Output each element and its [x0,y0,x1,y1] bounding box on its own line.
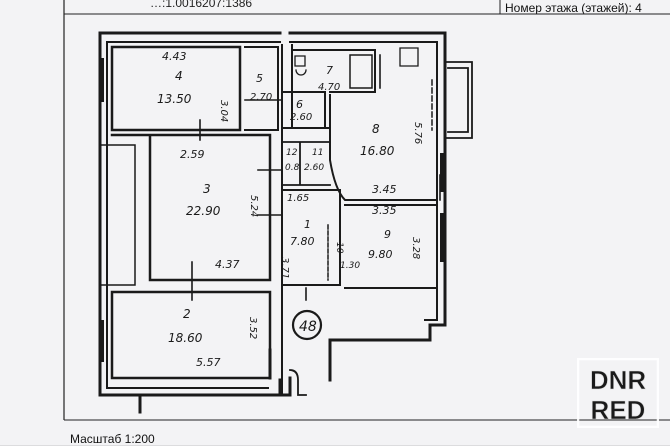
room-1-dim-side: 3.71 [279,257,290,279]
wall-room-3 [110,133,272,282]
room-9-area: 9.80 [368,248,393,261]
balcony [444,61,473,139]
scale-label: Масштаб 1:200 [70,432,155,446]
window-recess [99,144,136,286]
wall-room-2 [110,290,272,380]
room-9-dim-top: 3.35 [372,204,397,217]
window-ticks [100,58,444,362]
watermark-logo: DNR RED [577,358,659,428]
room-10-area: 1.30 [340,261,360,271]
bath-fixture [349,54,373,89]
room-12-area: 0.8 [285,163,300,173]
wall-room-8 [329,94,438,201]
room-11-area: 2.60 [304,163,324,173]
room-4-number: 4 [175,69,183,83]
room-6-number: 6 [296,98,303,111]
wall-room-1 [281,189,341,286]
stair-notch [289,369,307,396]
room-2-dim-bottom: 5.57 [196,356,221,369]
room-5-area: 2.70 [250,92,272,103]
room-5-number: 5 [256,72,263,85]
wall-room-11-12 [281,141,331,186]
wall-room-7 [291,49,376,93]
room-3-dim-top: 2.59 [180,148,205,161]
room-3-dim-bottom: 4.37 [215,258,240,271]
room-7-number: 7 [326,64,333,77]
room-7-area: 4.70 [318,82,340,93]
watermark-line1: DNR [590,365,647,395]
room-9-dim-side: 3.28 [410,237,421,259]
room-8-dim-bottom: 3.45 [372,183,397,196]
room-12-number: 12 [286,148,298,158]
room-9-number: 9 [384,228,391,241]
room-3-number: 3 [203,182,211,196]
room-1-area: 7.80 [290,235,315,248]
record-fragment: …:1.0016207:1386 [150,0,253,10]
wall-room-9 [344,204,438,289]
room-8-area: 16.80 [360,144,395,158]
door-marks [191,54,441,301]
stove-fixture [399,47,419,67]
room-11-number: 11 [312,148,323,158]
room-3-dim-side: 5.24 [248,195,259,217]
room-2-area: 18.60 [168,331,203,345]
room-1-dim-top: 1.65 [287,193,309,204]
room-2-dim-side: 3.52 [247,317,258,339]
toilet-fixture [294,55,307,76]
room-6-area: 2.60 [290,112,312,123]
inner-outer-wall [106,41,438,389]
apartment-number-circle [291,309,323,341]
room-3-area: 22.90 [186,204,221,218]
room-8-dim-side: 5.76 [412,122,423,144]
room-4-dim-side: 3.04 [218,100,229,122]
room-2-number: 2 [183,307,191,321]
room-4-dim-top: 4.43 [162,50,187,63]
watermark-line2: RED [591,395,646,425]
floor-number-label: Номер этажа (этажей): 4 [505,1,642,15]
outer-wall [98,31,447,414]
apartment-number: 48 [299,319,317,335]
room-10-number: 10 [334,242,344,254]
wall-room-6 [281,44,331,396]
wall-room-4 [110,45,242,132]
room-8-number: 8 [372,122,380,136]
room-1-number: 1 [304,218,311,231]
room-4-area: 13.50 [157,92,192,106]
wall-room-5 [244,46,279,131]
